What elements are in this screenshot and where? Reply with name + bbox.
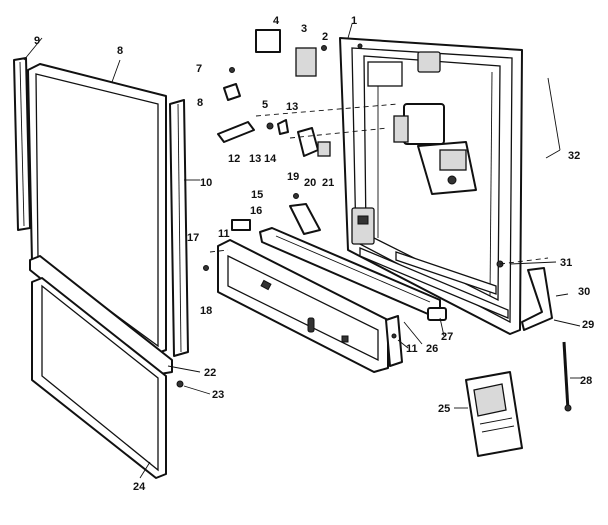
- part-4-switch: [255, 29, 281, 53]
- callout-8-small: 8: [197, 97, 203, 109]
- callout-4: 4: [273, 15, 280, 27]
- leader-lines: [23, 23, 582, 479]
- callout-23: 23: [212, 389, 224, 401]
- callout-11-right: 11: [406, 343, 418, 355]
- callout-21: 21: [322, 177, 334, 189]
- callout-13-top: 13: [286, 101, 298, 113]
- part-7-screw: [229, 67, 235, 73]
- callout-5: 5: [262, 99, 268, 111]
- callout-25: 25: [438, 403, 450, 415]
- control-module: [393, 103, 477, 195]
- callout-8: 8: [117, 45, 123, 57]
- callout-7: 7: [196, 63, 202, 75]
- part-25-label-card: [465, 371, 523, 457]
- callout-17: 17: [187, 232, 199, 244]
- callout-27: 27: [441, 331, 453, 343]
- part-23-screw: [176, 380, 184, 388]
- part-15-screw: [293, 193, 299, 199]
- callout-26: 26: [426, 343, 438, 355]
- part-block-small: [231, 219, 251, 231]
- part-27-block: [427, 307, 447, 321]
- part-13-screw: [266, 122, 274, 130]
- callout-24: 24: [133, 481, 146, 493]
- callout-11: 11: [218, 228, 230, 240]
- part-28-spring: [562, 341, 572, 412]
- part-24-kick-panel: [31, 277, 167, 479]
- part-12-handle: [217, 121, 255, 143]
- part-18-screw: [203, 265, 209, 271]
- callout-22: 22: [204, 367, 216, 379]
- callout-13: 13: [249, 153, 261, 165]
- callout-2: 2: [322, 31, 328, 43]
- part-19-cam: [297, 127, 319, 157]
- part-11-bracket: [385, 315, 403, 367]
- callout-19: 19: [287, 171, 299, 183]
- callout-10: 10: [200, 177, 212, 189]
- callout-14: 14: [264, 153, 277, 165]
- part-9-side-trim: [13, 57, 31, 231]
- callout-31: 31: [560, 257, 572, 269]
- part-20-block: [317, 141, 331, 157]
- part-2-screw: [321, 45, 327, 51]
- part-17-lower-liner: [217, 239, 389, 373]
- callout-30: 30: [578, 286, 590, 298]
- part-22-lower-strip: [29, 255, 173, 375]
- part-16-link: [289, 203, 321, 235]
- part-29-hinge: [521, 267, 553, 331]
- part-21-latch-block: [351, 207, 375, 245]
- callout-15: 15: [251, 189, 263, 201]
- callout-32: 32: [568, 150, 580, 162]
- part-8b-clip: [223, 83, 241, 101]
- callout-28: 28: [580, 375, 592, 387]
- callout-9: 9: [34, 35, 40, 47]
- callout-20: 20: [304, 177, 316, 189]
- assembly-dashed-lines: [209, 103, 549, 265]
- callout-12: 12: [228, 153, 240, 165]
- callout-16: 16: [250, 205, 262, 217]
- callout-3: 3: [301, 23, 307, 35]
- callout-18: 18: [200, 305, 212, 317]
- callout-29: 29: [582, 319, 594, 331]
- callout-labels: 9 8 7 8 4 3 2 1 5 13 12 13 14 19 20 21 1…: [34, 15, 594, 493]
- part-3-bracket: [295, 47, 317, 77]
- part-10-vertical-trim: [169, 99, 189, 357]
- part-14-clip: [277, 119, 289, 135]
- callout-1: 1: [351, 15, 357, 27]
- small-hardware-parts: [203, 29, 331, 271]
